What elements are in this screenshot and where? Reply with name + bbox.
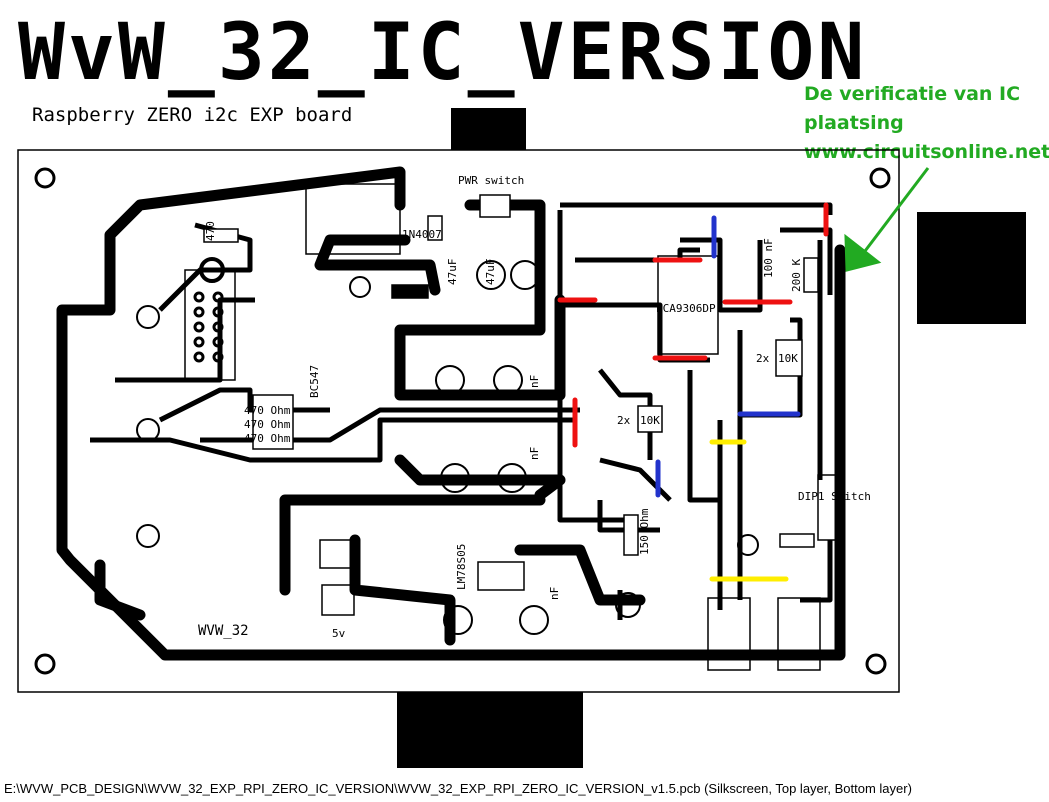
footer-filepath: E:\WVW_PCB_DESIGN\WVW_32_EXP_RPI_ZERO_IC… [4,781,912,796]
footer-layers: (Silkscreen, Top layer, Bottom layer) [704,781,912,796]
pin-header [184,257,236,381]
regulator-body [477,561,525,591]
jumpers [557,202,829,582]
resistors [203,194,819,556]
cap-47uf-b-label: 47uF [484,259,497,286]
res-10k-b-label: 10K [778,352,798,365]
trace-cap-row-2 [394,454,566,501]
cap-47uf-a-label: 47uF [446,259,459,286]
annotation-line-3: www.circuitsonline.net [804,141,1049,163]
mounting-hole-tl [34,167,56,189]
mounting-hole-bl [34,653,56,675]
res-2x-a-label: 2x [617,414,631,427]
board-title: WvW_32_IC_VERSION [18,8,868,98]
res-470-ohm-2-label: 470 Ohm [244,418,291,431]
annotation-line-2: plaatsing [804,112,904,134]
pwr-switch-label: PWR switch [458,174,524,187]
verification-annotation: De verificatie van IC plaatsing www.circ… [804,80,1049,167]
mounting-holes [34,167,891,675]
nf-3-label: nF [548,587,561,600]
diode-label: 1N4007 [402,228,442,241]
bottom-connector-block [397,692,583,768]
5v-label: 5v [332,627,346,640]
cap-100nf-label: 100 nF [762,238,775,278]
terminal-blocks [707,597,821,671]
res-150-label: 150 Ohm [638,508,651,555]
annotation-arrow [844,167,930,272]
res-200k-label: 200 K [790,259,803,292]
5v-connector-body [321,584,355,616]
footer-path: E:\WVW_PCB_DESIGN\WVW_32_EXP_RPI_ZERO_IC… [4,781,701,796]
right-connector-block [917,212,1026,324]
dip-switch-label: DIP1 Switch [798,490,871,503]
trace-diode [314,234,441,296]
res-10k-a-label: 10K [640,414,660,427]
bc547-label: BC547 [308,365,321,398]
electrolytic-caps [435,260,549,635]
res-470-top-label: 470 [204,221,217,241]
regulator-label: LM78S05 [455,544,468,590]
diode-housing [305,183,401,255]
transistors [136,276,759,618]
annotation-line-1: De verificatie van IC [804,83,1021,105]
power-traces [56,166,846,661]
res-2x-b-label: 2x [756,352,770,365]
signal-traces [90,202,833,620]
nf-1-label: nF [528,375,541,388]
trace-right-rail [404,244,846,661]
pcb-layout: PWR switch 1N4007 47uF 47uF 470 BC547 47… [17,108,1026,768]
board-name-label: WVW_32 [198,623,249,639]
dip-switch [817,474,841,541]
trace-regulator-in [279,494,546,596]
5v-connector [319,539,355,569]
mounting-hole-br [865,653,887,675]
ic-pca9306 [657,255,719,355]
trace-reg-out [349,534,456,646]
mounting-hole-tr [869,167,891,189]
board-subtitle: Raspberry ZERO i2c EXP board [32,104,353,126]
res-470-ohm-3-label: 470 Ohm [244,432,291,445]
top-connector-block [451,108,526,150]
res-470-ohm-1-label: 470 Ohm [244,404,291,417]
nf-2-label: nF [528,447,541,460]
trace-bottom-left [94,559,146,621]
ic-label: PCA9306DP [656,302,716,315]
